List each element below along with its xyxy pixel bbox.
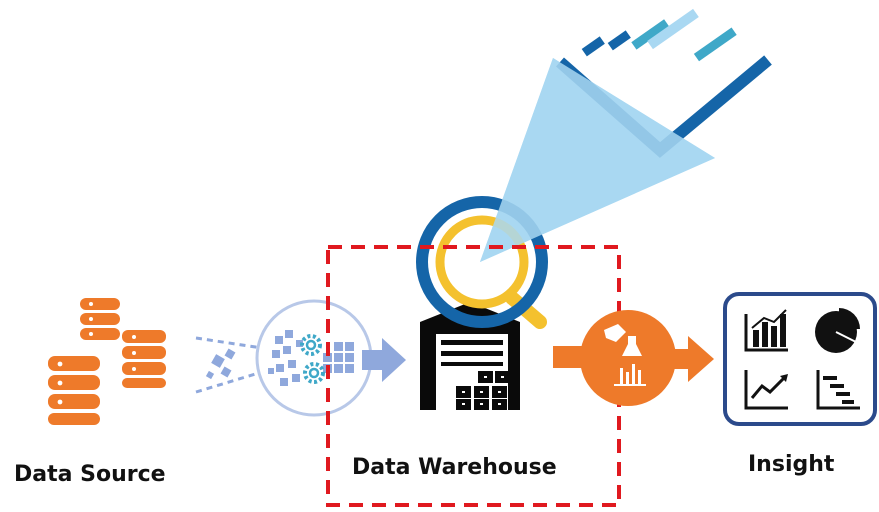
insight-panel <box>723 292 877 426</box>
insight-label: Insight <box>748 452 835 477</box>
bar-chart-icon <box>744 309 788 352</box>
data-transform-gears-icon <box>255 299 373 417</box>
gantt-chart-icon <box>816 370 860 410</box>
line-chart-icon <box>744 370 788 410</box>
pie-chart-icon <box>815 308 860 353</box>
data-warehouse-label: Data Warehouse <box>352 455 557 480</box>
data-source-label: Data Source <box>14 462 166 487</box>
analysis-flask-icon <box>553 310 714 406</box>
magnifying-glass-icon <box>416 58 715 329</box>
database-stack-icon <box>48 298 166 425</box>
arrow-to-warehouse <box>362 338 406 382</box>
data-stream <box>195 336 263 394</box>
warehouse-icon <box>420 302 520 410</box>
